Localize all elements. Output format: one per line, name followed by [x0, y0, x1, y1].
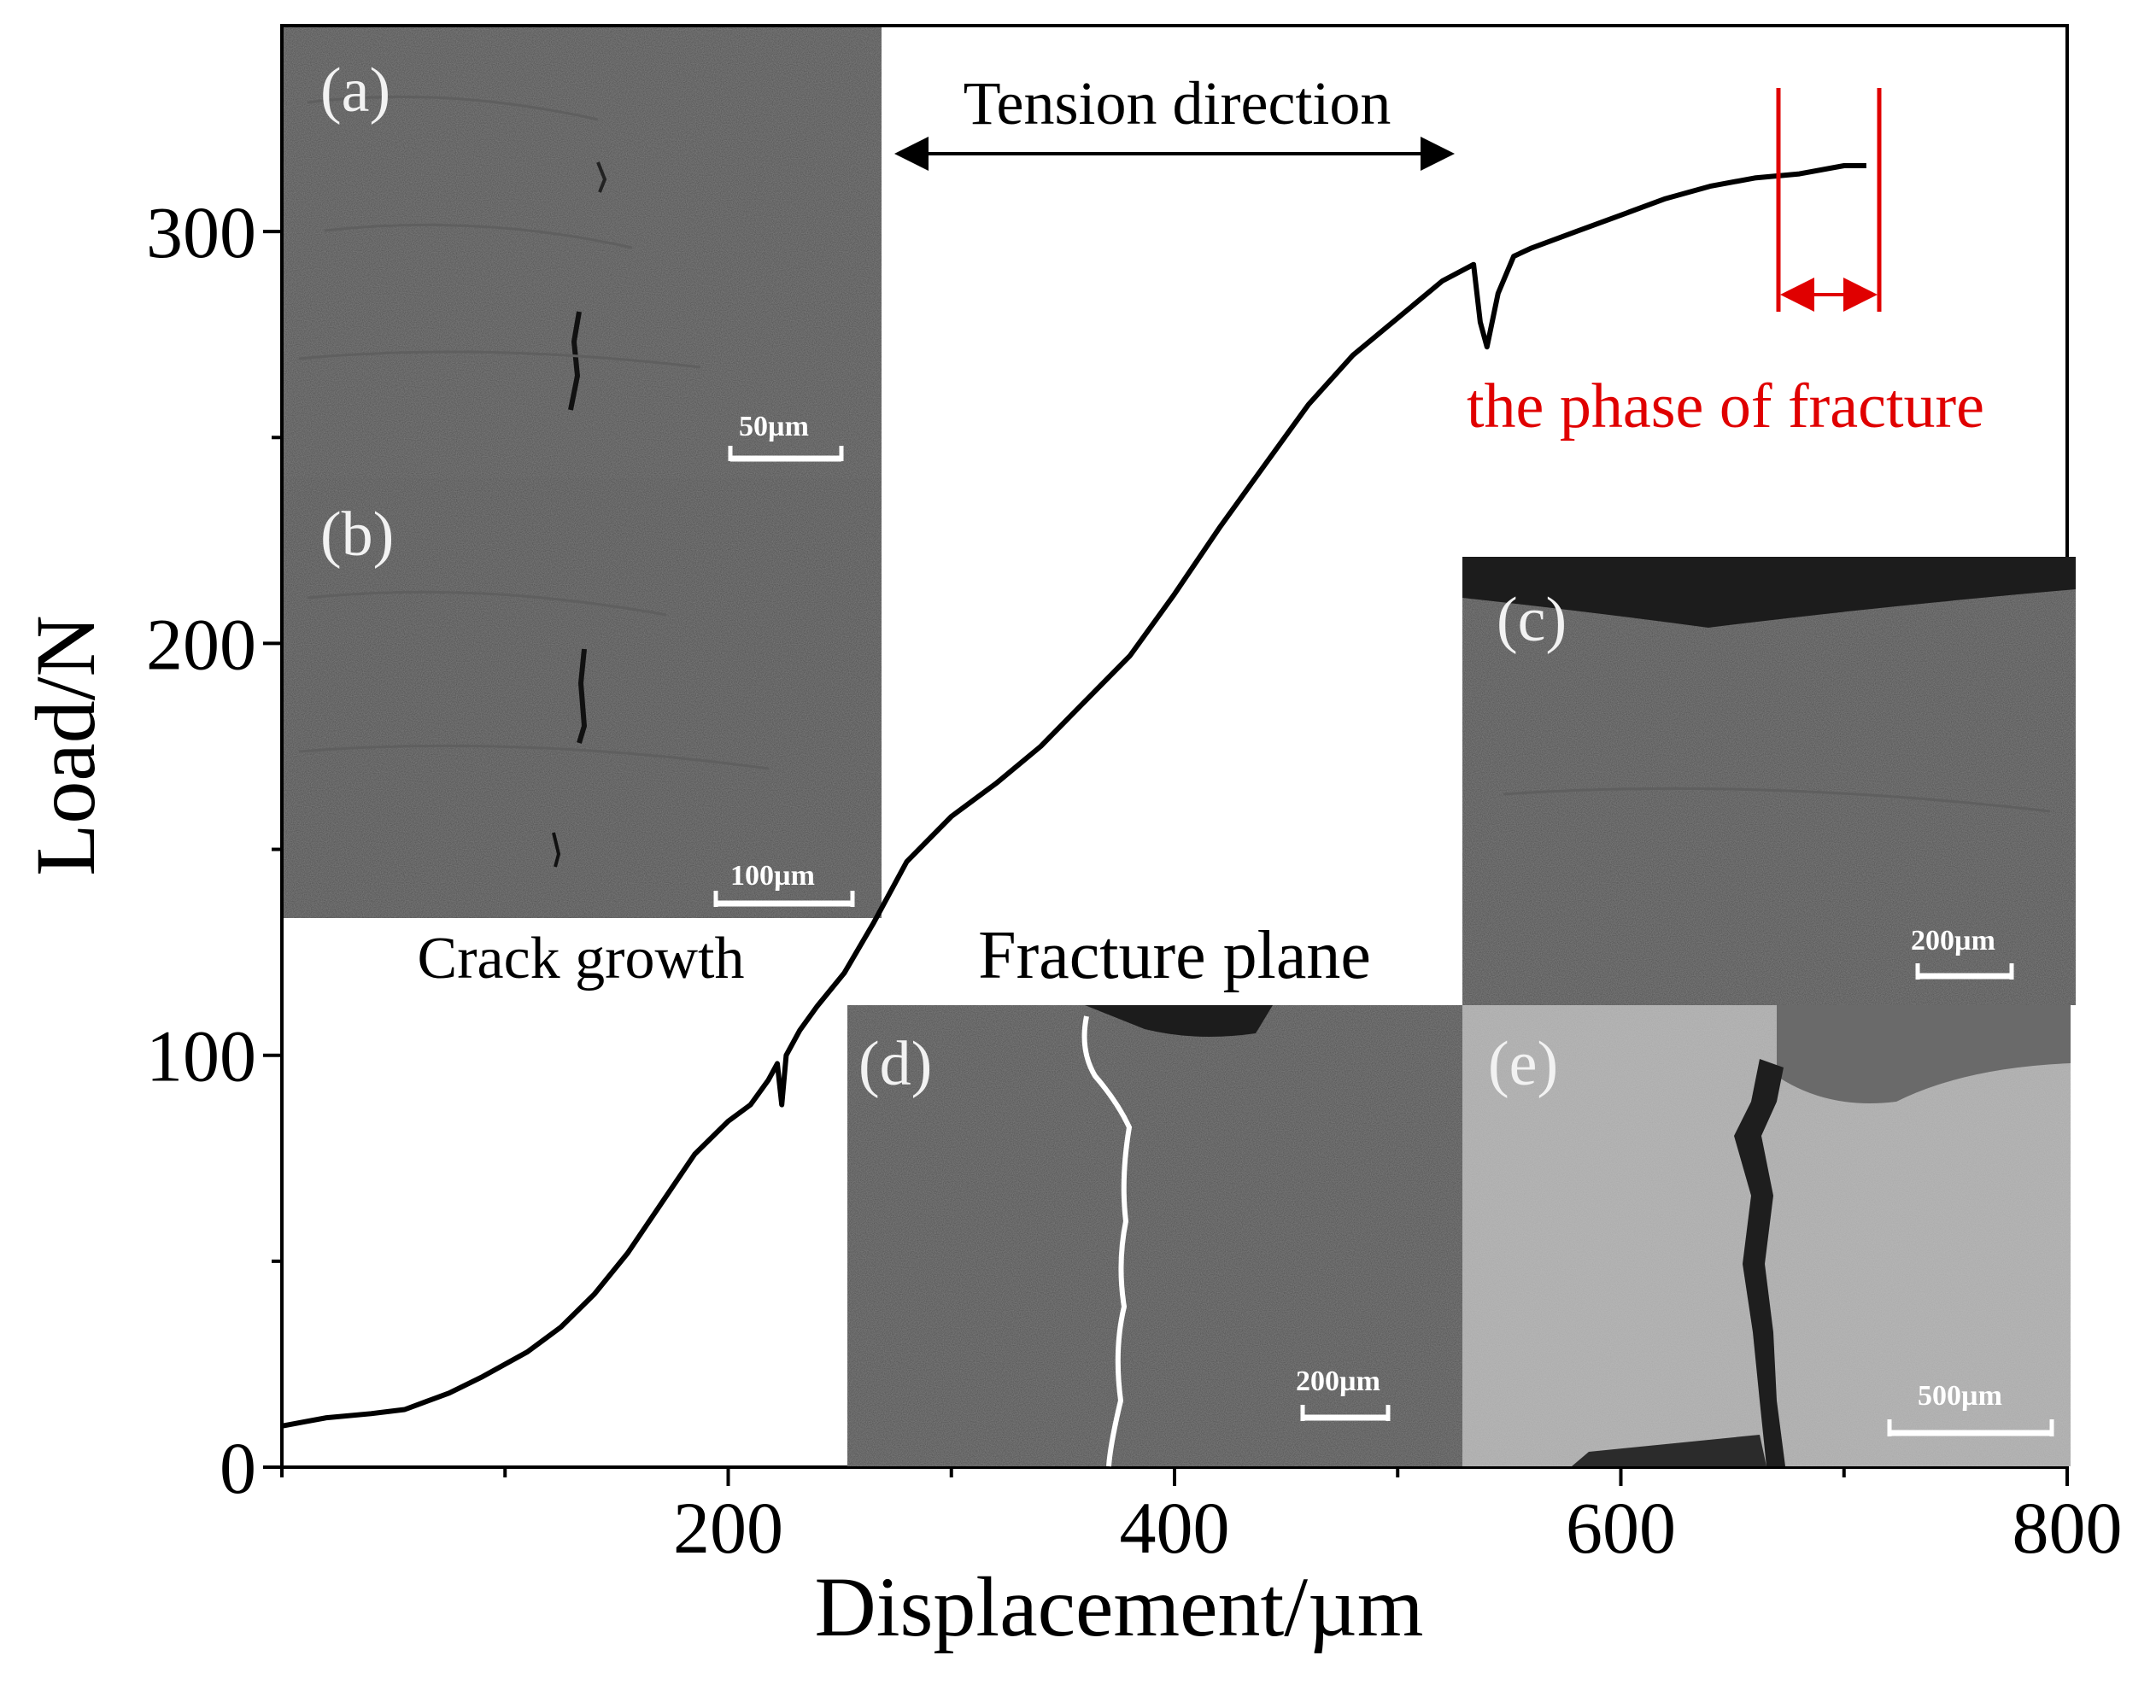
y-tick-label: 300 [146, 191, 256, 273]
panel-label-d: (d) [858, 1029, 932, 1099]
x-tick-label: 800 [2012, 1487, 2123, 1569]
panel-label-c: (c) [1497, 585, 1567, 655]
sem-image-d [847, 1005, 1462, 1466]
load-curve [281, 163, 1866, 1429]
sem-panel-b: (b) 100µm [284, 478, 882, 918]
crack-b [577, 648, 588, 744]
scale-text-a: 50µm [739, 411, 809, 442]
scale-text-d: 200µm [1296, 1366, 1380, 1397]
scale-text-b: 100µm [730, 860, 815, 892]
tension-direction-label: Tension direction [964, 69, 1391, 137]
fracture-line-d [1081, 1015, 1133, 1467]
x-axis-ticks: 200 400 600 800 [280, 1467, 2123, 1569]
crack-growth-label: Crack growth [418, 926, 745, 991]
sem-panel-e: (e) 500µm [1462, 1005, 2071, 1466]
sem-panel-c: (c) 200µm [1462, 557, 2076, 1005]
x-tick-label: 600 [1566, 1487, 1676, 1569]
y-tick-label: 0 [220, 1427, 256, 1509]
panel-label-b: (b) [320, 500, 394, 570]
fracture-plane-label: Fracture plane [978, 918, 1371, 993]
sem-panel-a: (a) 50µm [284, 27, 882, 478]
x-axis-label: Displacement/µm [815, 1559, 1424, 1654]
y-axis-label: Load/N [18, 615, 113, 875]
x-tick-label: 400 [1120, 1487, 1230, 1569]
fracture-phase-marker [1776, 88, 1882, 312]
fracture-phase-label: the phase of fracture [1467, 371, 1984, 442]
panel-label-a: (a) [320, 56, 390, 126]
scale-text-c: 200µm [1911, 925, 1995, 956]
sem-image-c [1462, 557, 2076, 1005]
y-tick-label: 100 [146, 1015, 256, 1097]
y-tick-label: 200 [146, 603, 256, 685]
x-tick-label: 200 [673, 1487, 783, 1569]
sem-panel-d: (d) 200µm [847, 1005, 1462, 1467]
sem-image-a [284, 27, 882, 478]
crack-a [568, 311, 582, 411]
scale-text-e: 500µm [1918, 1380, 2002, 1412]
fracture-gap-e [1734, 1059, 1785, 1466]
y-axis-ticks: 0 100 200 300 [146, 191, 282, 1509]
panel-label-e: (e) [1488, 1029, 1558, 1099]
